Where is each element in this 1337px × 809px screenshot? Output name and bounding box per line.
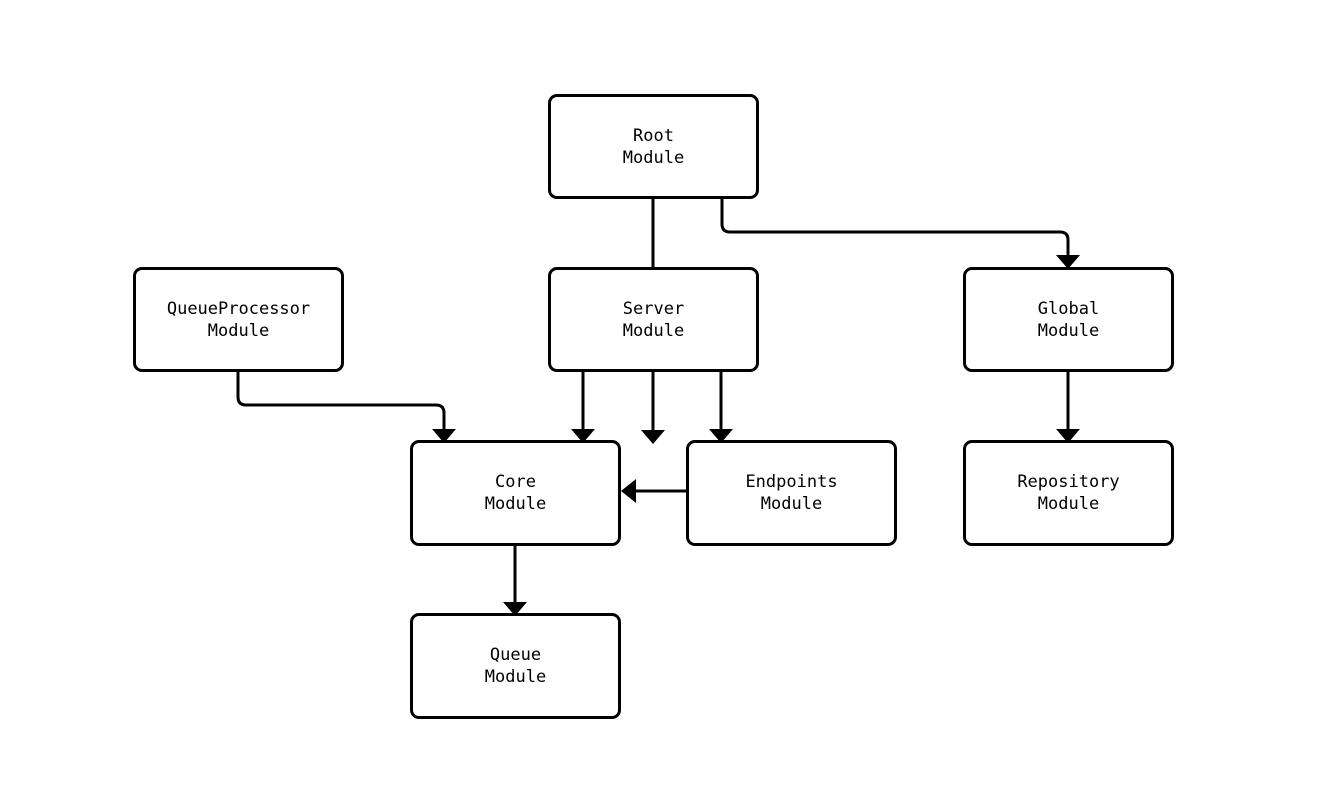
node-root-module[interactable]: Root Module [548,94,759,199]
edge-queueprocessor-core [236,372,456,443]
edge-global-repository [1056,372,1080,443]
node-queue-module[interactable]: Queue Module [410,613,621,719]
edge-root-global [720,199,1080,269]
node-repository-module-label: Repository Module [1017,472,1120,514]
node-repository-module[interactable]: Repository Module [963,440,1174,546]
edge-server-core [571,372,595,443]
node-endpoints-module[interactable]: Endpoints Module [686,440,897,546]
node-root-module-label: Root Module [622,125,685,168]
node-queueprocessor-module[interactable]: QueueProcessor Module [133,267,344,372]
node-queue-module-label: Queue Module [484,645,547,687]
node-global-module-label: Global Module [1037,298,1100,341]
node-global-module[interactable]: Global Module [963,267,1174,372]
node-core-module-label: Core Module [484,472,547,514]
node-queueprocessor-module-label: QueueProcessor Module [166,298,311,341]
edge-server-endpoints [709,372,733,443]
edge-endpoints-core [621,479,686,503]
edge-core-queue [503,546,527,616]
node-server-module-label: Server Module [622,298,685,341]
node-endpoints-module-label: Endpoints Module [745,472,838,514]
node-core-module[interactable]: Core Module [410,440,621,546]
node-server-module[interactable]: Server Module [548,267,759,372]
